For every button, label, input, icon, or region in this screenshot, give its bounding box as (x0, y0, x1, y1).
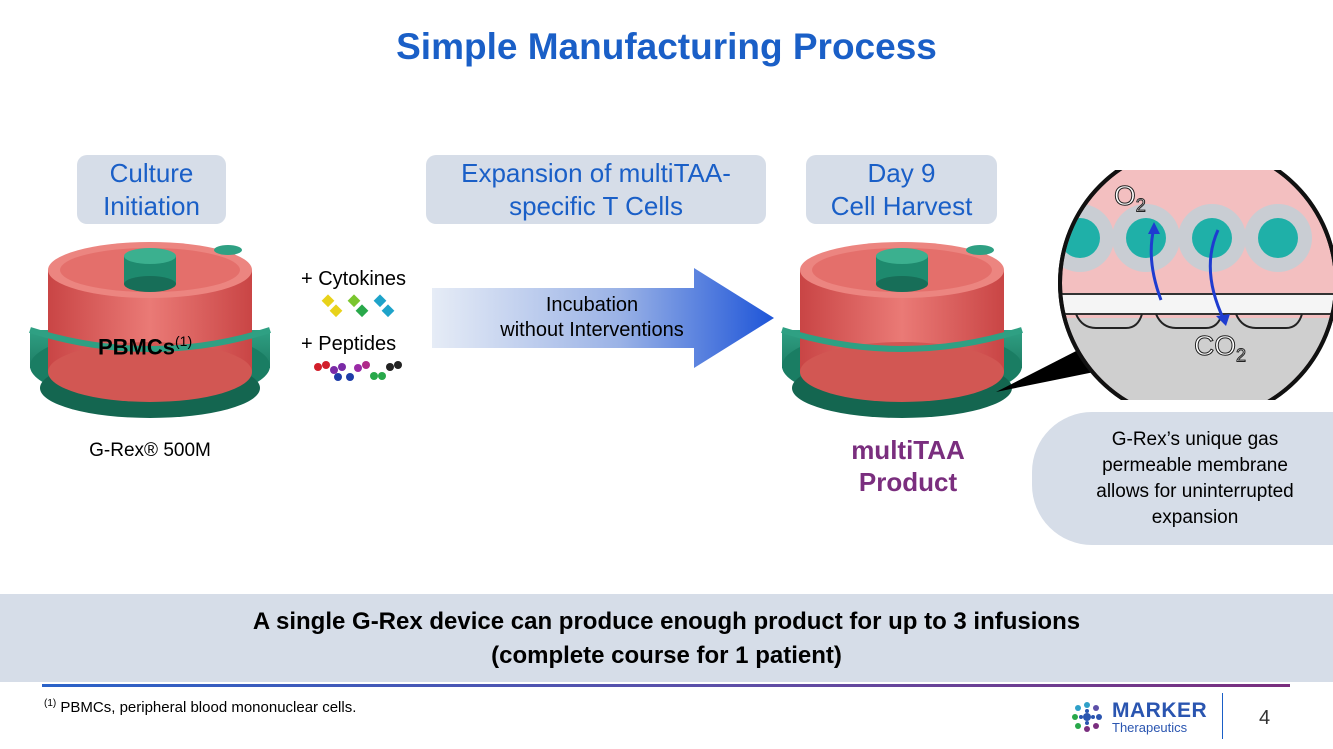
membrane-zoom-icon (996, 170, 1333, 400)
process-arrow (432, 268, 774, 368)
page-number: 4 (1259, 707, 1271, 729)
footer-divider (42, 684, 1290, 687)
stage-label-line1: Culture (109, 157, 194, 188)
o2-label: O2 (1114, 180, 1147, 217)
peptides-icon (314, 361, 402, 381)
harvest-device-icon (781, 242, 1023, 418)
peptides-label: + Peptides (301, 333, 397, 355)
stage-label-line2: Initiation (103, 190, 200, 221)
marker-logo-icon (1072, 702, 1102, 732)
co2-label: CO2 (1194, 330, 1247, 367)
cytokines-label: + Cytokines (301, 268, 407, 290)
logo-name: MARKER (1112, 699, 1208, 722)
stage-expansion: Expansion of multiTAA- specific T Cells (426, 155, 766, 224)
callout-text: G-Rex’s unique gas permeable membrane al… (1096, 429, 1294, 528)
stage-label-line1: Expansion of multiTAA- (461, 157, 731, 188)
arrow-label: Incubation without Interventions (500, 294, 684, 341)
stage-label-line2: Cell Harvest (830, 190, 973, 221)
slide-title: Simple Manufacturing Process (396, 26, 937, 67)
device-caption: G-Rex® 500M (89, 440, 211, 461)
summary-banner-text: A single G-Rex device can produce enough… (252, 608, 1081, 669)
stage-label-line2: specific T Cells (509, 190, 683, 221)
summary-banner (0, 594, 1333, 682)
footer-vertical-divider (1222, 693, 1223, 739)
callout-bubble (1032, 412, 1333, 545)
stage-cell-harvest: Day 9 Cell Harvest (806, 155, 997, 224)
grex-device-icon (29, 242, 271, 418)
footnote: (1) PBMCs, peripheral blood mononuclear … (44, 698, 357, 716)
product-label: multiTAA Product (851, 435, 965, 497)
device-contents-label: PBMCs(1) (98, 333, 193, 360)
cytokines-icon (321, 294, 395, 318)
logo-subtitle: Therapeutics (1112, 720, 1188, 735)
stage-label-line1: Day 9 (867, 157, 936, 188)
stage-culture-initiation: Culture Initiation (77, 155, 226, 224)
